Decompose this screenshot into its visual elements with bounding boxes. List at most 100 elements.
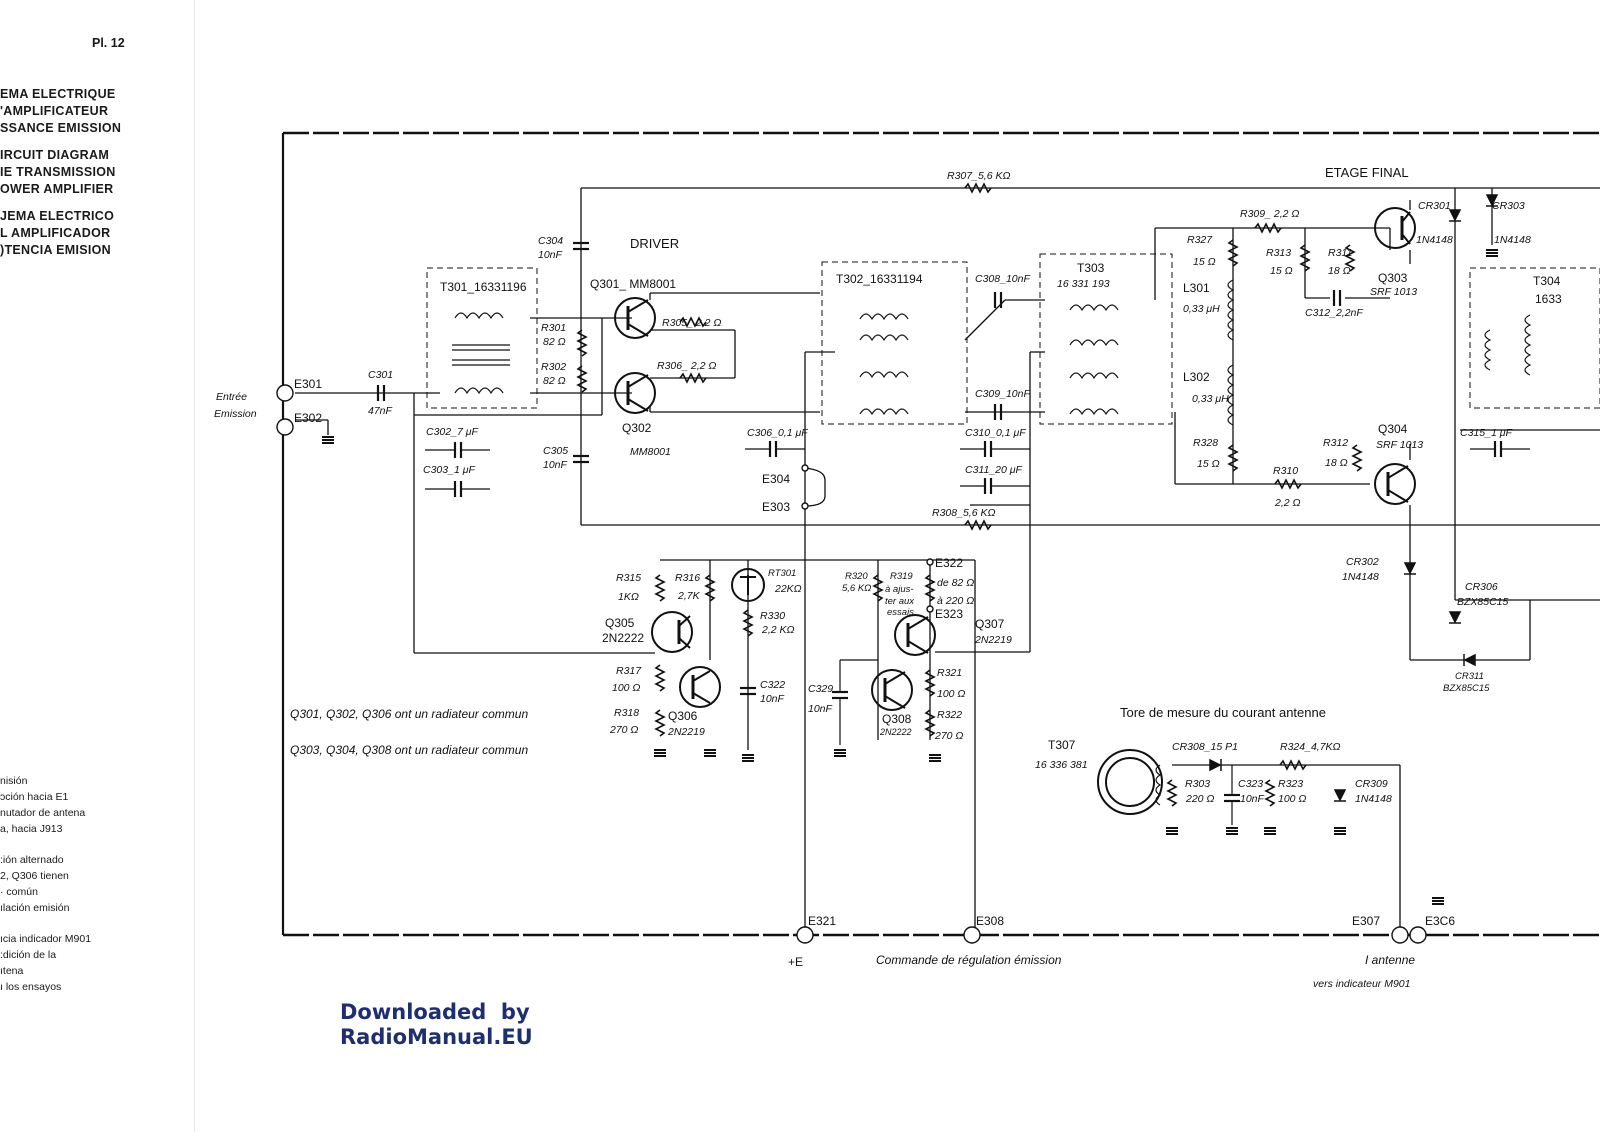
c306-label: C306_0,1 μF xyxy=(747,427,808,439)
q303-label: Q303 xyxy=(1378,271,1408,285)
terminal-e303: E303 xyxy=(762,500,790,514)
c323-value: 10nF xyxy=(1240,793,1265,805)
c305-label: C305 xyxy=(543,445,568,457)
note-spanish-1: nisión ɔción hacia E1 nutador de antena … xyxy=(0,775,86,835)
t307-label: T307 xyxy=(1048,738,1076,752)
r307-label: R307_5,6 KΩ xyxy=(947,170,1010,182)
t304-label: T304 xyxy=(1533,274,1561,288)
c303-label: C303_1 μF xyxy=(423,464,475,476)
c322-label: C322 xyxy=(760,679,785,691)
terminals xyxy=(276,384,1427,944)
terminal-e323: E323 xyxy=(935,607,963,621)
r330-value: 2,2 KΩ xyxy=(761,624,795,636)
transistors xyxy=(614,207,1416,711)
diodes xyxy=(1209,194,1499,802)
plus-e-label: +E xyxy=(788,955,803,969)
antenna-indicator-label: vers indicateur M901 xyxy=(1313,978,1410,990)
c304-label: C304 xyxy=(538,235,563,247)
c310-label: C310_0,1 μF xyxy=(965,427,1026,439)
cr301-label: CR301 xyxy=(1418,200,1451,212)
c322-value: 10nF xyxy=(760,693,785,705)
rt301-label: RT301 xyxy=(768,568,796,579)
cr311-value: BZX85C15 xyxy=(1443,683,1490,694)
r317-label: R317 xyxy=(616,665,642,677)
r323-value: 100 Ω xyxy=(1278,793,1306,805)
c323-label: C323 xyxy=(1238,778,1263,790)
r327-label: R327 xyxy=(1187,234,1213,246)
l301-value: 0,33 μH xyxy=(1183,303,1220,315)
c302-label: C302_7 μF xyxy=(426,426,478,438)
r302-value: 82 Ω xyxy=(543,375,566,387)
t302-label: T302_16331194 xyxy=(836,272,923,286)
r320-label: R320 xyxy=(845,571,868,582)
section-torus: Tore de mesure du courant antenne xyxy=(1120,705,1326,720)
q307-type: 2N2219 xyxy=(974,634,1012,646)
section-driver: DRIVER xyxy=(630,236,679,251)
cr309-label: CR309 xyxy=(1355,778,1388,790)
r301-value: 82 Ω xyxy=(543,336,566,348)
r322-label: R322 xyxy=(937,709,962,721)
r317-value: 100 Ω xyxy=(612,682,640,694)
heatsink-note-1: Q301, Q302, Q306 ont un radiateur commun xyxy=(290,707,528,721)
rt301-value: 22KΩ xyxy=(774,583,802,595)
resistors xyxy=(576,182,1363,807)
c329-value: 10nF xyxy=(808,703,833,715)
circuit-schematic: DRIVER ETAGE FINAL Tore de mesure du cou… xyxy=(214,131,1600,990)
q305-symbol xyxy=(651,611,693,653)
q305-type: 2N2222 xyxy=(602,631,644,645)
r319-range-1: de 82 Ω xyxy=(937,577,974,589)
r328-value: 15 Ω xyxy=(1197,458,1220,470)
rt301-thermistor xyxy=(731,568,765,602)
r312-label: R312 xyxy=(1323,437,1348,449)
capacitors xyxy=(376,241,1503,803)
terminal-e308: E308 xyxy=(976,914,1004,928)
r324-label: R324_4,7KΩ xyxy=(1280,741,1341,753)
t304-code: 1633 xyxy=(1535,292,1562,306)
r316-label: R316 xyxy=(675,572,700,584)
q302-symbol xyxy=(614,372,656,414)
q303-symbol xyxy=(1374,207,1416,249)
r319-label: R319 xyxy=(890,571,913,582)
r318-value: 270 Ω xyxy=(609,724,638,736)
q303-type: SRF 1013 xyxy=(1370,286,1417,298)
q306-type: 2N2219 xyxy=(667,726,705,738)
l302-label: L302 xyxy=(1183,370,1210,384)
cr303-value: 1N4148 xyxy=(1494,234,1531,246)
t307-code: 16 336 381 xyxy=(1035,759,1088,771)
l301-label: L301 xyxy=(1183,281,1210,295)
terminal-e322: E322 xyxy=(935,556,963,570)
q302-type: MM8001 xyxy=(630,446,671,458)
r311-value: 18 Ω xyxy=(1328,265,1351,277)
r330-label: R330 xyxy=(760,610,785,622)
download-watermark: Downloaded by RadioManual.EU xyxy=(340,1000,533,1049)
terminal-e307: E307 xyxy=(1352,914,1380,928)
c329-label: C329 xyxy=(808,683,833,695)
side-legend-panel: Pl. 12 ЕMA ELECTRIQUE 'AMPLIFICATEUR SSA… xyxy=(0,0,190,1132)
r320-value: 5,6 KΩ xyxy=(842,583,871,594)
plate-number: Pl. 12 xyxy=(92,36,125,50)
cr309-value: 1N4148 xyxy=(1355,793,1392,805)
r310-label: R310 xyxy=(1273,465,1298,477)
cr306-label: CR306 xyxy=(1465,581,1498,593)
r323-label: R323 xyxy=(1278,778,1303,790)
r313-label: R313 xyxy=(1266,247,1291,259)
r315-value: 1KΩ xyxy=(618,591,639,603)
input-label-1: Entrée xyxy=(216,391,247,403)
q308-symbol xyxy=(871,669,913,711)
q304-symbol xyxy=(1374,463,1416,505)
l302-value: 0,33 μH xyxy=(1192,393,1229,405)
r319-note-3: essais xyxy=(887,607,914,618)
q306-symbol xyxy=(679,666,721,708)
terminal-e306: E3C6 xyxy=(1425,914,1455,928)
c309-label: C309_10nF xyxy=(975,388,1030,400)
r308-label: R308_5,6 KΩ xyxy=(932,507,995,519)
cr302-value: 1N4148 xyxy=(1342,571,1379,583)
q302-label: Q302 xyxy=(622,421,652,435)
title-english: IRCUIT DIAGRAM IE TRANSMISSION OWER AMPL… xyxy=(0,148,116,196)
r310-value: 2,2 Ω xyxy=(1274,497,1301,509)
r311-label: R311 xyxy=(1328,247,1352,259)
r319-range-2: à 220 Ω xyxy=(937,595,974,607)
c304-value: 10nF xyxy=(538,249,563,261)
r303-value: 220 Ω xyxy=(1185,793,1214,805)
regulation-label: Commande de régulation émission xyxy=(876,953,1062,967)
